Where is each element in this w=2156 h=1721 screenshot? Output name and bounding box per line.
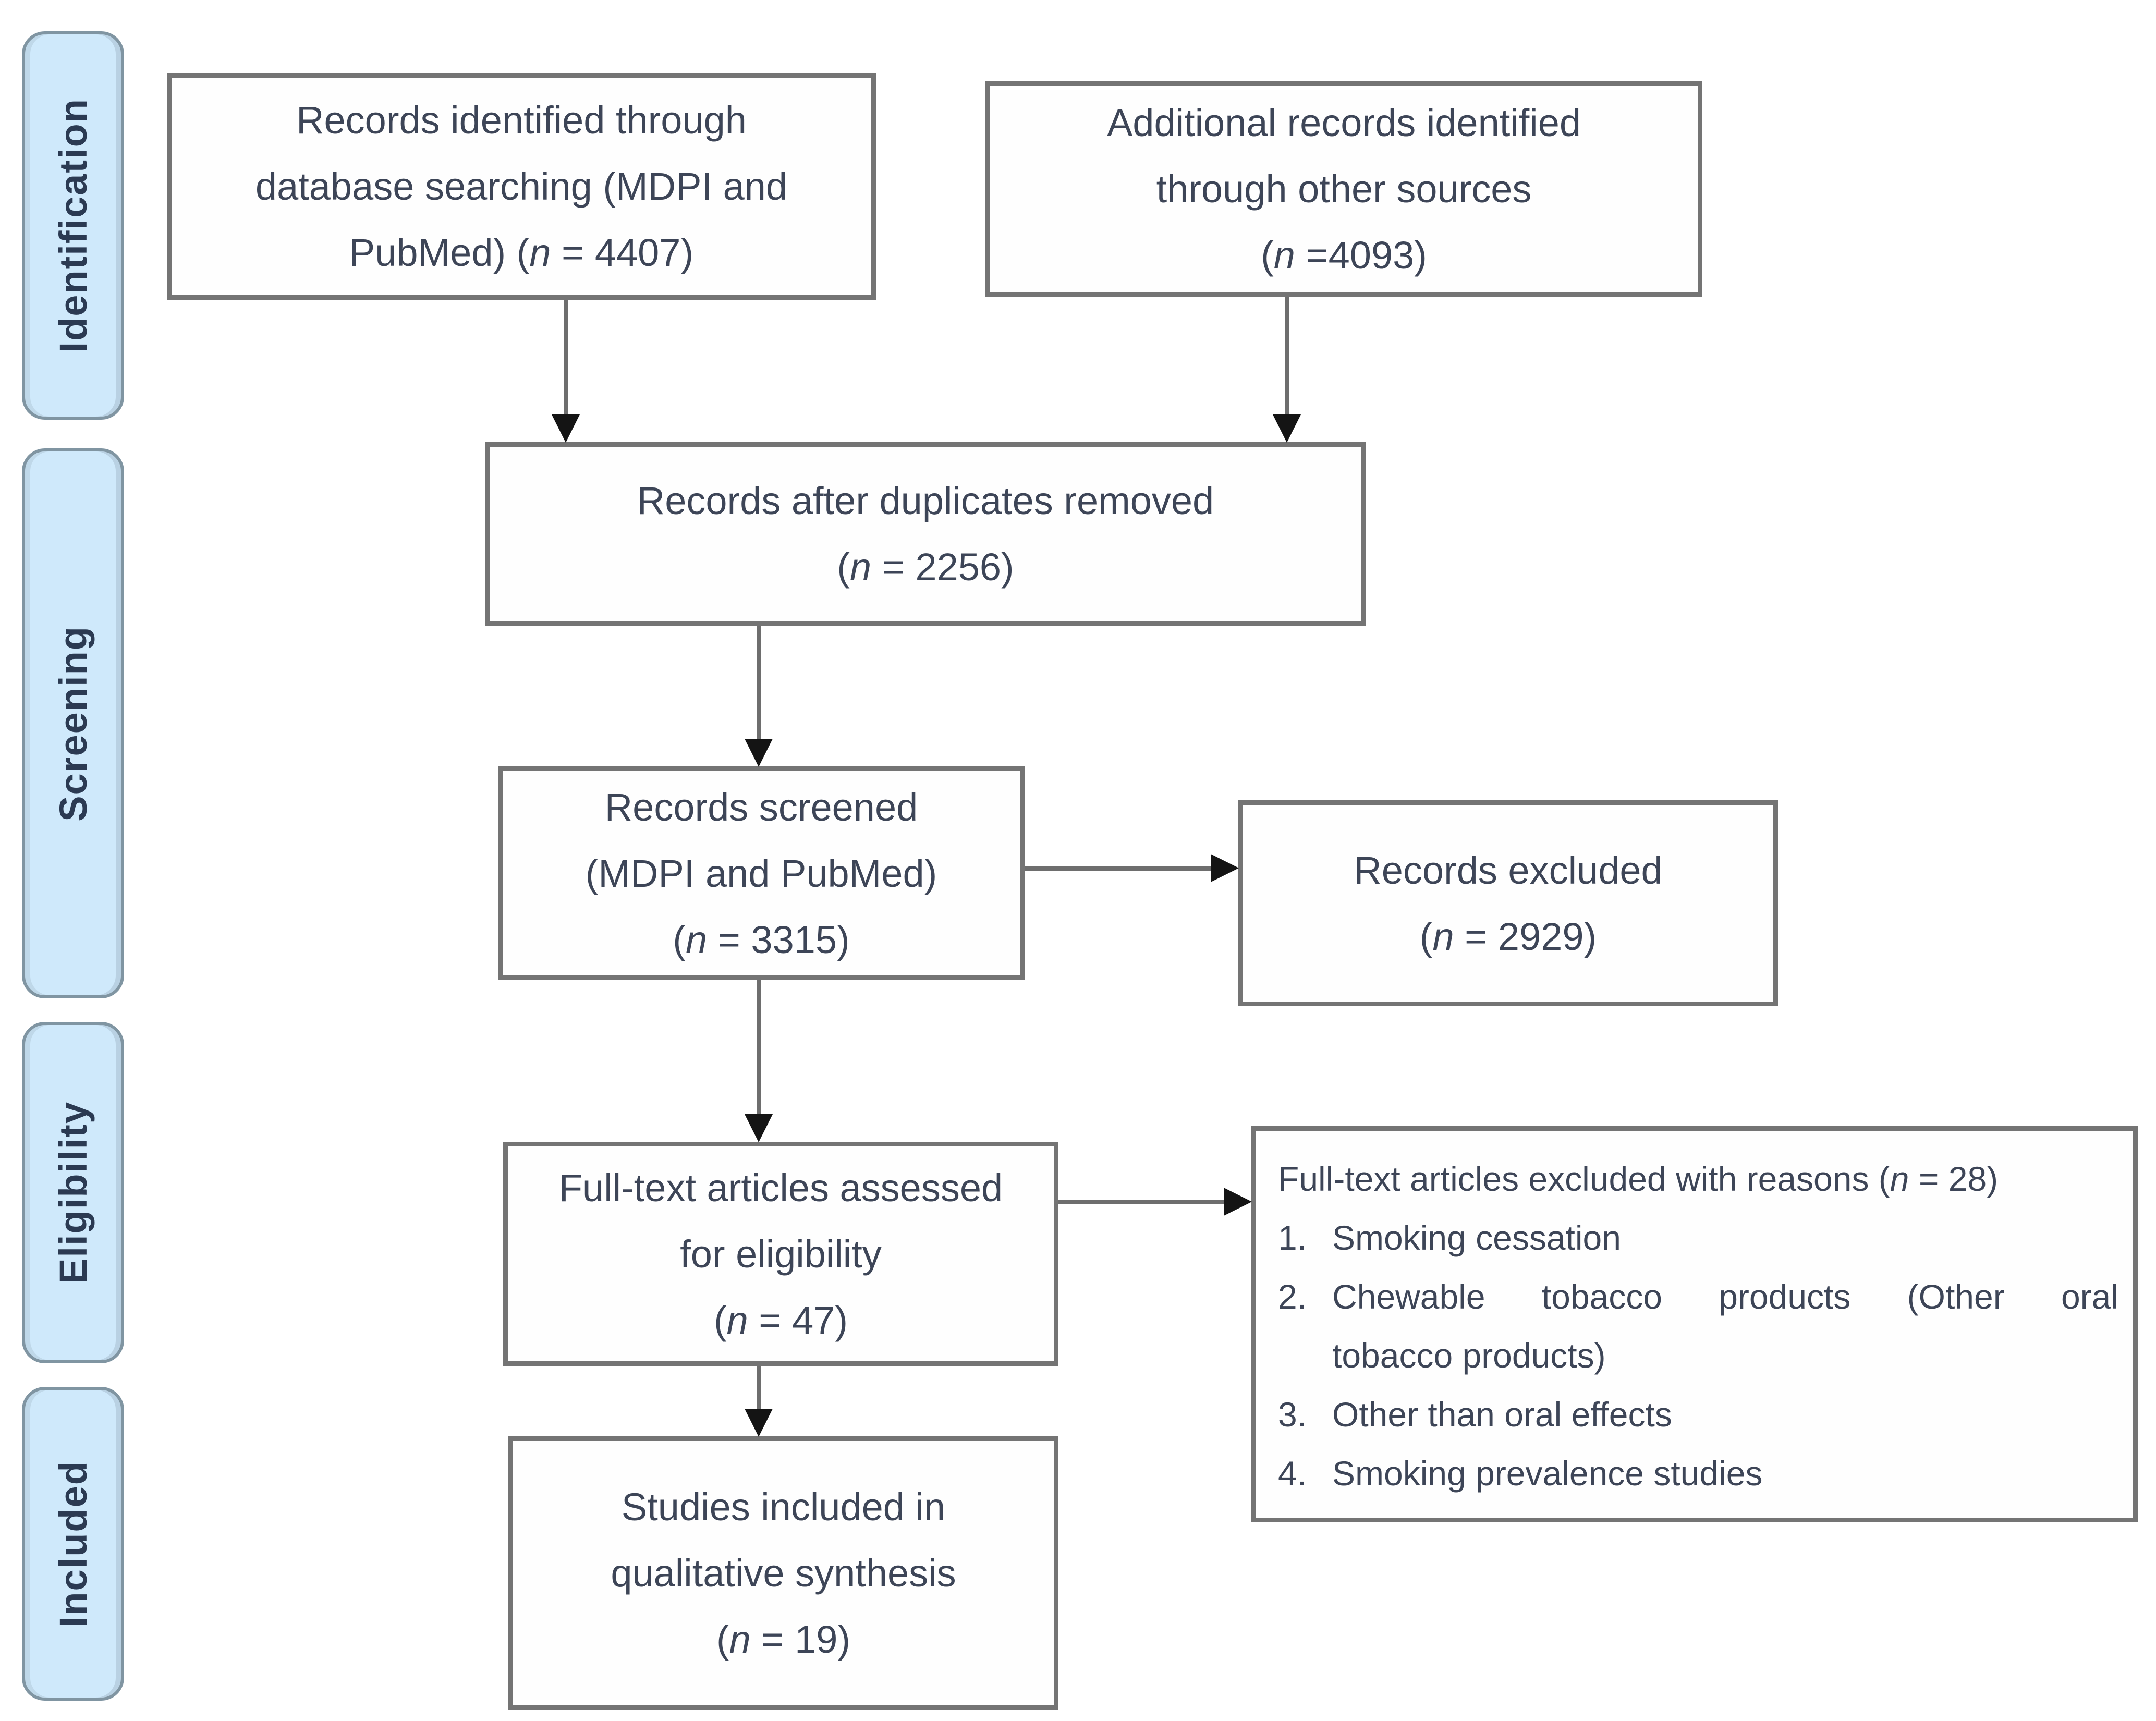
item-number: 1. bbox=[1278, 1218, 1307, 1257]
box-studies-included: Studies included in qualitative synthesi… bbox=[508, 1436, 1058, 1710]
arrowhead-screened-to-excluded bbox=[1211, 854, 1239, 882]
count-line: (n = 47) bbox=[713, 1298, 848, 1342]
stage-screening: Screening bbox=[22, 448, 124, 998]
count-line: (n = 2256) bbox=[837, 545, 1014, 589]
count-line: (n = 19) bbox=[716, 1618, 851, 1661]
stage-identification: Identification bbox=[22, 31, 124, 420]
count-line: (n =4093) bbox=[1261, 234, 1427, 277]
connector-duplicates-to-screened bbox=[757, 626, 761, 739]
exclusion-reason-item: 3. Other than oral effects bbox=[1278, 1385, 2118, 1444]
text-line: Records after duplicates removed bbox=[637, 479, 1214, 522]
stage-screening-label: Screening bbox=[51, 625, 95, 822]
box-fulltext-excluded: Full-text articles excluded with reasons… bbox=[1251, 1126, 2138, 1522]
box-studies-included-text: Studies included in qualitative synthesi… bbox=[513, 1474, 1054, 1673]
arrowhead-duplicates-to-screened bbox=[745, 739, 773, 767]
arrowhead-additional-to-duplicates bbox=[1273, 414, 1301, 443]
arrowhead-fulltext-to-included bbox=[745, 1409, 773, 1437]
connector-identified-to-duplicates bbox=[564, 300, 568, 416]
stage-identification-label: Identification bbox=[51, 98, 95, 353]
box-records-identified: Records identified through database sear… bbox=[167, 73, 876, 300]
text-line: Studies included in bbox=[621, 1485, 946, 1529]
text-line: Records excluded bbox=[1354, 848, 1663, 892]
item-text: Other than oral effects bbox=[1332, 1395, 1672, 1434]
text-line: Records identified through bbox=[296, 99, 747, 142]
connector-fulltext-to-included bbox=[757, 1366, 761, 1409]
arrowhead-identified-to-duplicates bbox=[552, 414, 580, 443]
connector-screened-to-excluded bbox=[1025, 866, 1211, 871]
item-number: 4. bbox=[1278, 1454, 1307, 1493]
box-additional-records: Additional records identified through ot… bbox=[985, 81, 1702, 297]
arrowhead-screened-to-fulltext bbox=[745, 1114, 773, 1142]
item-number: 2. bbox=[1278, 1277, 1307, 1316]
count-line: (n = 2929) bbox=[1419, 914, 1597, 958]
connector-fulltext-to-reasons bbox=[1058, 1200, 1224, 1204]
arrowhead-fulltext-to-reasons bbox=[1224, 1188, 1252, 1216]
text-line: for eligibility bbox=[680, 1232, 882, 1276]
text-line: Additional records identified bbox=[1106, 101, 1581, 144]
exclusion-reason-item: 2. Chewable tobacco products (Other oral… bbox=[1278, 1267, 2118, 1385]
text-line: (MDPI and PubMed) bbox=[585, 851, 937, 895]
item-text: Chewable tobacco products (Other oral bbox=[1332, 1277, 2118, 1316]
text-line: through other sources bbox=[1156, 167, 1532, 211]
item-number: 3. bbox=[1278, 1395, 1307, 1434]
text-line: Full-text articles assessed bbox=[558, 1166, 1003, 1210]
box-duplicates-removed-text: Records after duplicates removed (n = 22… bbox=[490, 468, 1361, 600]
box-records-screened-text: Records screened (MDPI and PubMed) (n = … bbox=[503, 774, 1020, 973]
box-records-screened: Records screened (MDPI and PubMed) (n = … bbox=[498, 766, 1025, 980]
text-line: qualitative synthesis bbox=[611, 1552, 956, 1595]
exclusion-reasons-header: Full-text articles excluded with reasons… bbox=[1278, 1159, 1999, 1198]
box-fulltext-excluded-text: Full-text articles excluded with reasons… bbox=[1278, 1150, 2118, 1503]
text-line: Records screened bbox=[604, 785, 918, 829]
box-records-excluded-text: Records excluded (n = 2929) bbox=[1243, 837, 1773, 970]
box-fulltext-assessed-text: Full-text articles assessed for eligibil… bbox=[508, 1155, 1054, 1353]
count-line: (n = 3315) bbox=[673, 918, 850, 961]
box-records-identified-text: Records identified through database sear… bbox=[172, 87, 871, 286]
item-text: Smoking cessation bbox=[1332, 1218, 1621, 1257]
box-records-excluded: Records excluded (n = 2929) bbox=[1238, 800, 1778, 1006]
exclusion-reason-item: 1. Smoking cessation bbox=[1278, 1209, 2118, 1267]
count-line: PubMed) (n = 4407) bbox=[349, 231, 694, 274]
stage-included: Included bbox=[22, 1387, 124, 1701]
item-text: tobacco products) bbox=[1332, 1336, 1606, 1375]
stage-included-label: Included bbox=[51, 1460, 95, 1628]
box-fulltext-assessed: Full-text articles assessed for eligibil… bbox=[503, 1142, 1058, 1366]
connector-additional-to-duplicates bbox=[1285, 297, 1289, 416]
text-line: database searching (MDPI and bbox=[255, 165, 788, 208]
stage-eligibility: Eligibility bbox=[22, 1022, 124, 1363]
box-additional-records-text: Additional records identified through ot… bbox=[990, 90, 1698, 288]
item-text: Smoking prevalence studies bbox=[1332, 1454, 1763, 1493]
connector-screened-to-fulltext bbox=[757, 980, 761, 1115]
exclusion-reason-item: 4. Smoking prevalence studies bbox=[1278, 1444, 2118, 1503]
stage-eligibility-label: Eligibility bbox=[51, 1101, 95, 1284]
box-duplicates-removed: Records after duplicates removed (n = 22… bbox=[485, 442, 1366, 626]
